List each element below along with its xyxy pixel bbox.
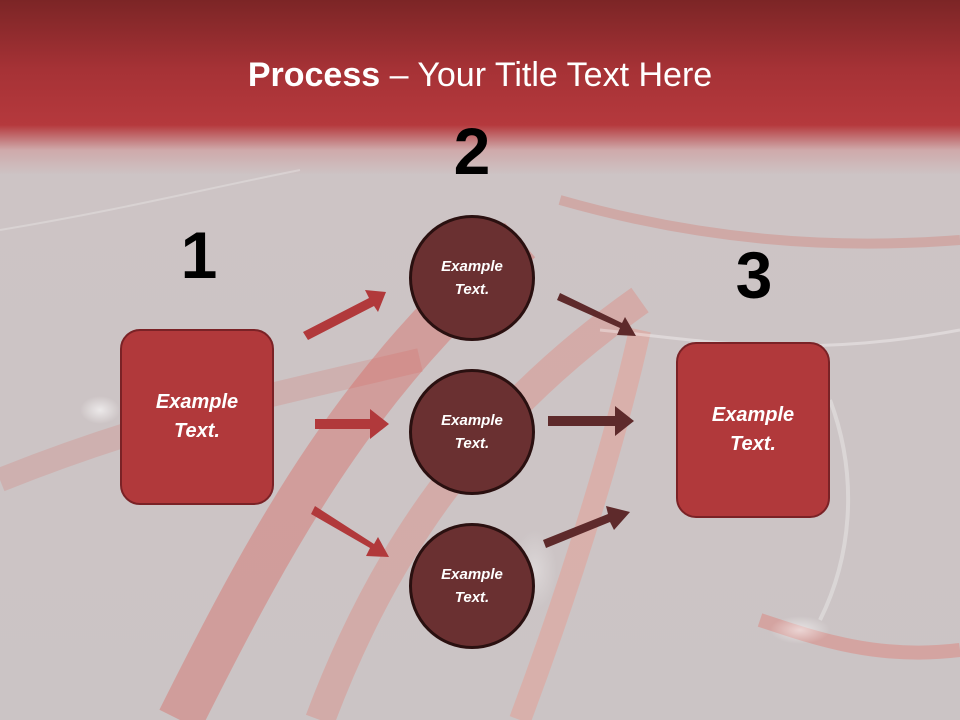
title-bold: Process (247, 56, 381, 94)
step-3-label: Example Text. (711, 404, 795, 455)
step-2-circle-2: Example Text. (409, 369, 535, 495)
arrow-circle-1-to-3 (557, 293, 636, 336)
step-3-box: Example Text. (676, 342, 830, 518)
arrow-1-to-circle-2 (315, 409, 389, 439)
arrow-circle-2-to-3 (548, 406, 634, 436)
step-1-box: Example Text. (120, 329, 274, 505)
step-2-circle-2-label: Example Text. (441, 412, 503, 452)
arrow-1-to-circle-3 (311, 506, 389, 557)
step-2-number: 2 (453, 114, 491, 188)
step-3-number: 3 (735, 238, 773, 312)
step-2-circle-1: Example Text. (409, 215, 535, 341)
title-rest: – Your Title Text Here (380, 56, 713, 94)
step-1-label: Example Text. (155, 391, 239, 442)
step-2-circle-1-label: Example Text. (441, 258, 503, 298)
step-2-circle-3: Example Text. (409, 523, 535, 649)
arrow-circle-3-to-3 (543, 506, 630, 548)
step-2-circle-3-label: Example Text. (441, 566, 503, 606)
arrow-1-to-circle-1 (303, 290, 386, 340)
step-1-number: 1 (180, 218, 218, 292)
slide-title: Process – Your Title Text Here (0, 52, 960, 98)
